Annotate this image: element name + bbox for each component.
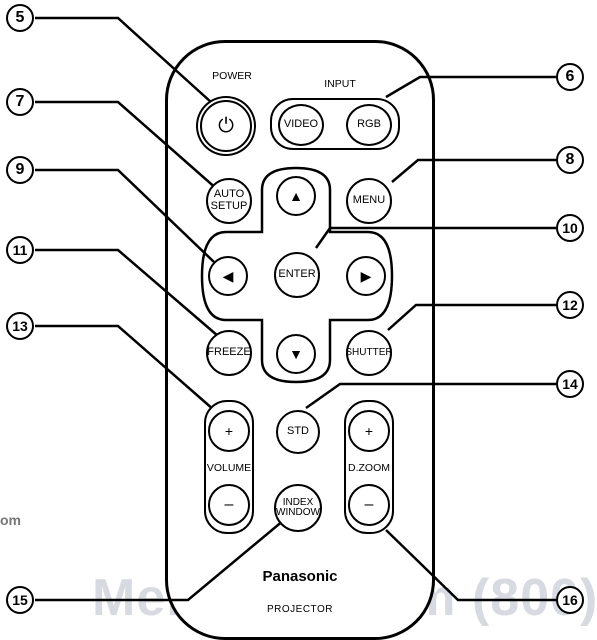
down-button[interactable]: ▼ [276,334,316,374]
callout-12: 12 [556,291,584,319]
power-icon: ⏻ [218,114,234,137]
volume-minus-label: – [224,495,234,513]
projector-label: PROJECTOR [267,604,333,615]
dzoom-out-button[interactable]: – [348,484,390,526]
callout-7: 7 [6,88,34,116]
callout-13: 13 [6,312,34,340]
watermark-side-text: om [0,512,21,528]
right-arrow-icon: ▶ [360,267,372,284]
dzoom-in-button[interactable]: + [348,410,390,452]
dzoom-label: D.ZOOM [348,462,390,474]
power-label: POWER [212,70,252,82]
up-arrow-icon: ▲ [289,187,303,204]
callout-10: 10 [556,214,584,242]
callout-5: 5 [6,4,34,32]
callout-8: 8 [556,146,584,174]
rgb-button[interactable]: RGB [346,104,392,146]
leader-16 [385,529,556,602]
dzoom-plus-label: + [364,422,374,439]
callout-14: 14 [556,370,584,398]
leader-8 [391,158,556,183]
volume-label: VOLUME [206,462,252,474]
input-label: INPUT [324,78,356,90]
video-button[interactable]: VIDEO [278,104,324,146]
leader-6 [385,75,556,99]
volume-up-button[interactable]: + [208,410,250,452]
leader-lines [35,16,556,602]
leader-7 [35,100,219,191]
leader-13 [35,324,215,411]
power-button[interactable]: ⏻ [200,100,252,152]
video-button-label: VIDEO [283,118,319,131]
leader-12 [387,303,556,331]
leader-9 [35,168,215,263]
down-arrow-icon: ▼ [289,345,303,362]
freeze-button[interactable]: FREEZE [206,330,252,376]
brand-logo: Panasonic [262,568,338,585]
dzoom-minus-label: – [364,495,374,513]
leader-10 [314,226,556,249]
leader-5 [35,16,223,113]
right-button[interactable]: ▶ [346,256,386,296]
left-button[interactable]: ◀ [208,256,248,296]
up-button[interactable]: ▲ [276,176,316,216]
menu-button-label: MENU [352,194,386,207]
volume-plus-label: + [224,422,234,439]
callout-15: 15 [6,586,34,614]
std-button[interactable]: STD [276,410,320,454]
menu-button[interactable]: MENU [346,178,392,224]
volume-down-button[interactable]: – [208,484,250,526]
std-button-label: STD [287,425,309,438]
remote-control-diagram: Merchant.com (800) om POWER INPUT ⏻ [0,4,597,640]
enter-button-label: ENTER [278,268,316,281]
rgb-button-label: RGB [357,118,381,131]
callout-6: 6 [556,63,584,91]
leader-11 [35,248,219,337]
leader-14 [305,382,556,410]
freeze-button-label: FREEZE [207,346,251,359]
shutter-button[interactable]: SHUTTER [345,330,393,376]
leader-15 [35,519,285,602]
enter-button[interactable]: ENTER [274,252,320,298]
callout-9: 9 [6,156,34,184]
callout-16: 16 [556,586,584,614]
callout-11: 11 [6,236,34,264]
shutter-button-label: SHUTTER [345,346,393,358]
left-arrow-icon: ◀ [222,267,234,284]
